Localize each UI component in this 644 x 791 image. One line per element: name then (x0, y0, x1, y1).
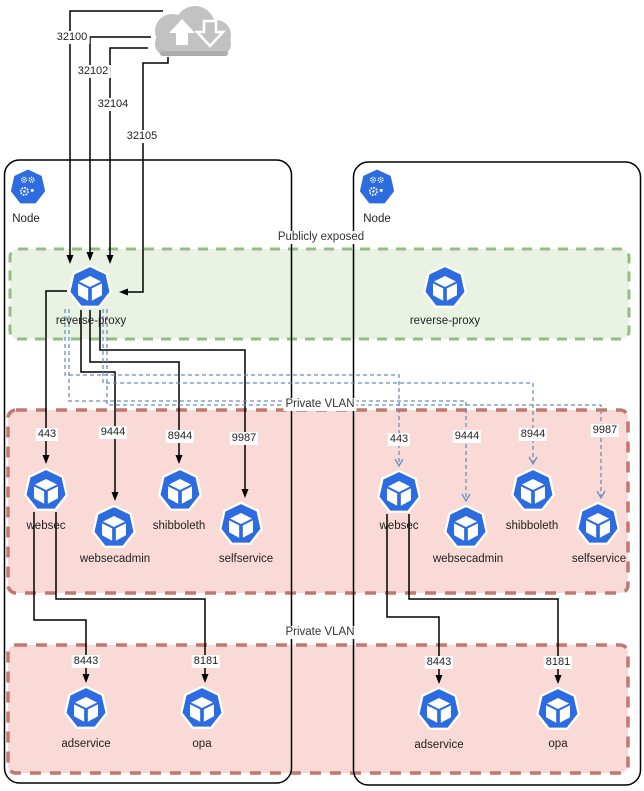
left-service-edges (33, 290, 246, 674)
pod-icon-websecadmin-left (92, 504, 136, 548)
upload-arrow-icon (169, 19, 195, 45)
pod-icon-selfservice-right (576, 501, 620, 545)
label-selfservice-left: selfservice (218, 553, 274, 565)
cloud-sync-icon (155, 6, 231, 56)
zone-label-private-vlan-backend: Private VLAN (283, 626, 357, 640)
port-8443-left: 8443 (71, 655, 101, 668)
node-label-right: Node (363, 213, 391, 225)
edge-8443-right (386, 514, 440, 675)
k8s-node-icon-left (9, 167, 47, 206)
edge-9987-left (99, 310, 246, 489)
zone-publicly-exposed (8, 247, 631, 341)
node-label-left: Node (12, 213, 40, 225)
port-9987-right: 9987 (590, 424, 620, 437)
ingress-port-32100: 32100 (54, 31, 90, 44)
edge-32104 (109, 47, 148, 255)
edge-443-left (45, 290, 67, 455)
pod-icon-adservice-left (64, 685, 108, 729)
port-443-left: 443 (35, 428, 59, 441)
pod-icon-websecadmin-right (444, 504, 488, 548)
label-shibboleth-right: shibboleth (505, 520, 559, 532)
edge-8944-right (102, 309, 534, 462)
pod-icon-adservice-right (417, 686, 461, 730)
port-9444-right: 9444 (452, 430, 482, 443)
label-shibboleth-left: shibboleth (152, 520, 206, 532)
label-opa-left: opa (192, 738, 212, 750)
pod-icon-reverse-proxy-right (423, 264, 467, 308)
download-arrow-icon (194, 19, 226, 48)
edge-8181-right (408, 514, 559, 675)
pod-icon-opa-right (536, 686, 580, 730)
edge-8944-left (89, 310, 180, 455)
right-backend-edges (386, 514, 559, 675)
pod-icon-websec-right (377, 469, 421, 513)
edge-32102 (89, 36, 151, 252)
edge-9444-right (68, 309, 467, 499)
ingress-port-32102: 32102 (75, 65, 111, 78)
pod-icon-reverse-proxy-left (68, 264, 112, 308)
pod-icon-websec-left (24, 467, 68, 511)
pod-icon-selfservice-left (219, 501, 263, 545)
label-websec-right: websec (379, 520, 419, 532)
zone-label-publicly-exposed: Publicly exposed (275, 231, 367, 245)
label-opa-right: opa (548, 738, 568, 750)
pod-icon-shibboleth-right (511, 467, 555, 511)
label-adservice-left: adservice (61, 738, 111, 750)
port-8443-right: 8443 (424, 656, 454, 669)
edge-8443-left (33, 512, 87, 674)
k8s-node-icon-right (358, 167, 396, 206)
label-selfservice-right: selfservice (571, 553, 627, 565)
edge-8181-left (55, 512, 206, 674)
label-reverse-proxy-left: reverse-proxy (55, 315, 127, 327)
pod-icon-shibboleth-left (158, 467, 202, 511)
label-websecadmin-left: websecadmin (79, 553, 151, 565)
edge-32105 (128, 57, 169, 293)
label-websecadmin-right: websecadmin (432, 553, 504, 565)
failover-arrowheads (394, 456, 606, 503)
ingress-edges (69, 10, 169, 293)
port-8181-left: 8181 (191, 655, 221, 668)
port-8944-left: 8944 (165, 430, 195, 443)
port-443-right: 443 (387, 433, 411, 446)
port-8944-right: 8944 (518, 428, 548, 441)
label-websec-left: websec (26, 520, 66, 532)
label-adservice-right: adservice (414, 739, 464, 751)
zone-label-private-vlan-services: Private VLAN (283, 398, 357, 412)
node-box-right (352, 161, 642, 786)
right-backend-arrowheads (435, 675, 562, 684)
ingress-port-32104: 32104 (95, 98, 131, 111)
ingress-arrowheads (66, 252, 128, 296)
edge-443-right (64, 309, 400, 464)
edge-32100 (69, 10, 163, 255)
left-service-arrowheads (42, 455, 249, 683)
port-9444-left: 9444 (98, 426, 128, 439)
port-9987-left: 9987 (229, 432, 259, 445)
pod-icon-opa-left (180, 685, 224, 729)
ingress-port-32105: 32105 (124, 130, 160, 143)
node-box-left (3, 159, 293, 784)
zone-private-vlan-backend (6, 643, 630, 775)
label-reverse-proxy-right: reverse-proxy (409, 315, 481, 327)
port-8181-right: 8181 (543, 656, 573, 669)
